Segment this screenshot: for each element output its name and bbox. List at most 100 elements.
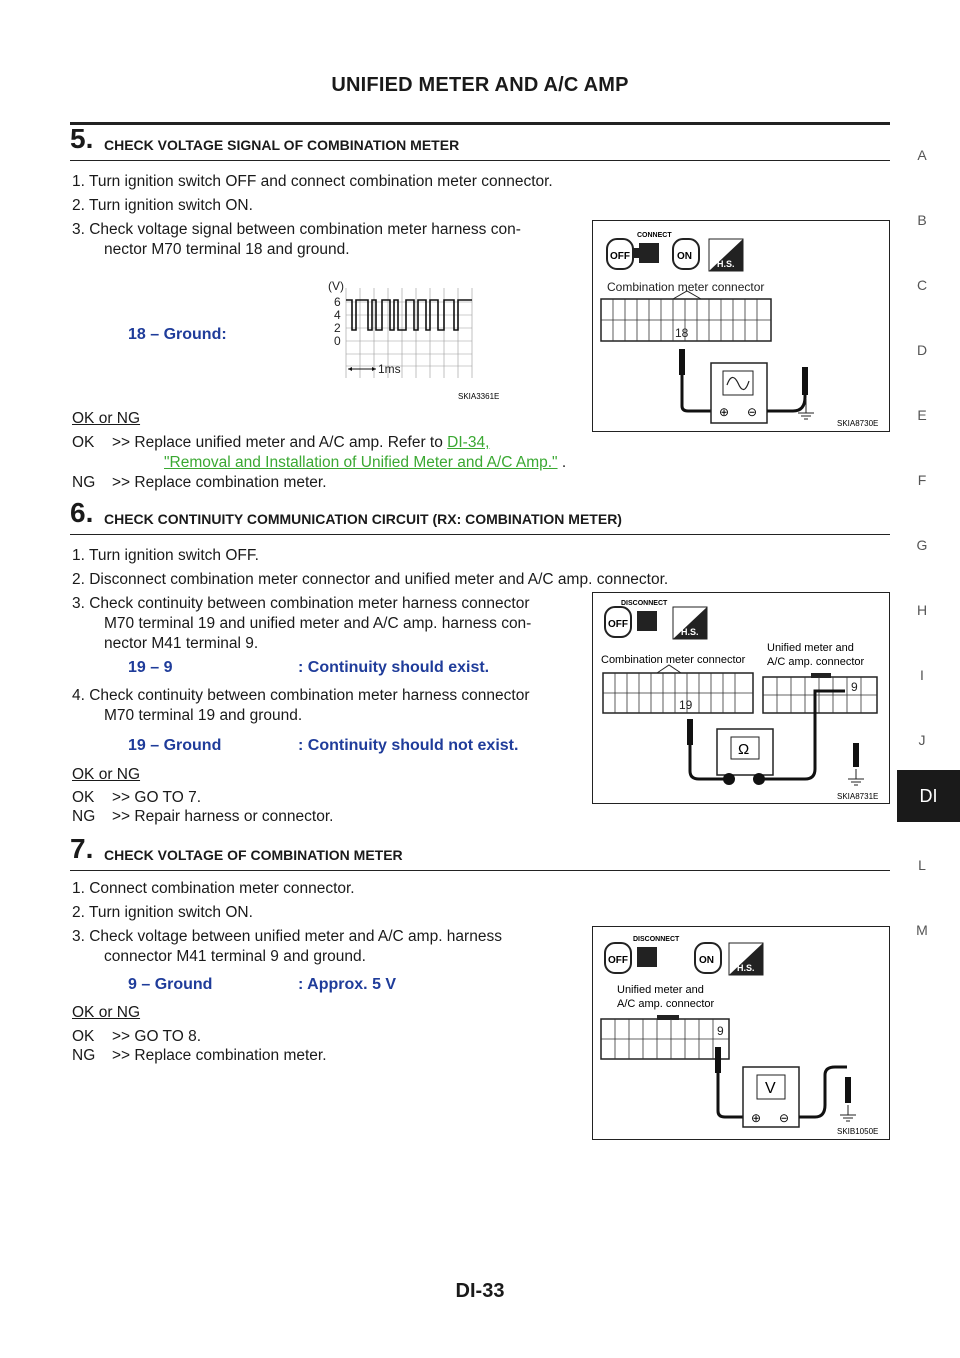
step-number: 7. [70,833,94,864]
terminal-right: 9 [851,680,858,694]
step-title: CHECK VOLTAGE SIGNAL OF COMBINATION METE… [104,137,460,153]
instruction: 2. Turn ignition switch ON. [72,197,253,214]
disconnect-badge: DISCONNECT [633,936,680,943]
index-tab-g[interactable]: G [916,537,928,553]
step-5-heading: 5. CHECK VOLTAGE SIGNAL OF COMBINATION M… [70,123,890,161]
figure-caption: SKIA8731E [837,792,878,801]
instruction: 3. Check voltage between unified meter a… [72,928,502,945]
instruction: 2. Disconnect combination meter connecto… [72,571,669,588]
ohm-meter: Ω [738,741,749,758]
connector-label: A/C amp. connector [617,998,715,1010]
on-badge: ON [677,251,692,262]
hs-badge: H.S. [681,627,699,637]
step-number: 5. [70,123,94,154]
instruction: 4. Check continuity between combination … [72,687,530,704]
step-title: CHECK VOLTAGE OF COMBINATION METER [104,847,403,863]
result-ok-label: OK [72,1028,95,1045]
spec-terminals: 19 – Ground [128,737,222,754]
terminal-number: 18 [675,326,689,340]
instruction: 3. Check continuity between combination … [72,595,530,612]
on-badge: ON [699,955,714,966]
figure-caption: SKIA3361E [458,392,499,401]
result-ng-label: NG [72,474,96,491]
step-title: CHECK CONTINUITY COMMUNICATION CIRCUIT (… [104,511,622,527]
step-7-heading: 7. CHECK VOLTAGE OF COMBINATION METER [70,833,890,871]
link-removal-installation[interactable]: "Removal and Installation of Unified Met… [164,454,558,471]
result-ng-label: NG [72,808,96,825]
figure-caption: SKIB1050E [837,1127,878,1136]
index-tab-di-active[interactable]: DI [897,770,960,822]
off-badge: OFF [608,619,628,630]
off-badge: OFF [608,955,628,966]
ok-or-ng-label: OK or NG [72,766,141,783]
right-connector-label: Unified meter and [767,642,854,654]
instruction: 2. Turn ignition switch ON. [72,904,253,921]
hs-badge: H.S. [717,259,735,269]
result-ok-label: OK [72,789,95,806]
diagram-continuity-check: OFF DISCONNECT H.S. Combination meter co… [592,592,890,804]
index-tab-a[interactable]: A [917,147,927,163]
connector-label: Combination meter connector [607,280,764,294]
result-ng-label: NG [72,1047,96,1064]
instruction: M70 terminal 19 and ground. [104,707,303,724]
result-ok-row: >> Replace unified meter and A/C amp. Re… [112,434,489,452]
result-ok-label: OK [72,434,95,451]
index-tab-i[interactable]: I [920,667,924,683]
ignition-badges: OFF CONNECT ON H.S. [606,232,744,272]
svg-text:⊖: ⊖ [779,1111,789,1125]
spec-value: : Continuity should exist. [298,659,490,676]
diagram-combination-meter-voltage: OFF CONNECT ON H.S. Combination meter co… [592,220,890,432]
instruction: M70 terminal 19 and unified meter and A/… [104,615,532,632]
instruction: 1. Connect combination meter connector. [72,880,355,897]
step-number: 6. [70,497,94,528]
index-tab-f[interactable]: F [917,472,927,488]
ok-or-ng-label: OK or NG [72,1004,141,1021]
svg-text:⊕: ⊕ [751,1111,761,1125]
index-tab-m[interactable]: M [916,922,928,938]
index-tab-h[interactable]: H [916,602,928,618]
result-ok-tail: . [561,454,567,471]
result-ok-row-cont: "Removal and Installation of Unified Met… [164,454,566,472]
tick-label: 4 [334,308,341,322]
link-di-34[interactable]: DI-34, [447,434,490,451]
result-ng-text: >> Replace combination meter. [112,474,327,491]
step-6-heading: 6. CHECK CONTINUITY COMMUNICATION CIRCUI… [70,497,890,535]
terminal-number: 9 [717,1024,724,1038]
spec-terminals: 9 – Ground [128,976,213,993]
index-tab-b[interactable]: B [917,212,927,228]
index-tab-c[interactable]: C [916,277,928,293]
instruction: 3. Check voltage signal between combinat… [72,221,521,238]
figure-caption: SKIA8730E [837,419,878,428]
instruction: 1. Turn ignition switch OFF and connect … [72,173,553,190]
result-ok-text: >> GO TO 7. [112,789,202,806]
instruction: connector M41 terminal 9 and ground. [104,948,366,965]
result-ok-text: >> Replace unified meter and A/C amp. Re… [112,434,448,451]
index-tab-d[interactable]: D [916,342,928,358]
off-badge: OFF [610,251,630,262]
tick-label: 6 [334,295,341,309]
instruction: 1. Turn ignition switch OFF. [72,547,259,564]
index-tab-j[interactable]: J [918,732,926,748]
svg-text:⊖: ⊖ [747,405,757,419]
instruction: nector M70 terminal 18 and ground. [104,241,350,258]
spec-value: : Continuity should not exist. [298,737,519,754]
tick-label: 2 [334,321,341,335]
left-connector-label: Combination meter connector [601,654,746,666]
waveform-figure: (V) 6 4 2 0 1ms SKIA3361E [328,278,499,403]
result-ng-text: >> Repair harness or connector. [112,808,334,825]
waveform-unit: (V) [328,279,344,293]
result-ok-text: >> GO TO 8. [112,1028,202,1045]
page-number: DI-33 [455,1280,505,1302]
hs-badge: H.S. [737,963,755,973]
diagram-unified-meter-voltage: OFF DISCONNECT ON H.S. Unified meter and… [592,926,890,1140]
page-title: UNIFIED METER AND A/C AMP [331,74,629,96]
tick-label: 0 [334,334,341,348]
result-ng-text: >> Replace combination meter. [112,1047,327,1064]
index-tab-l[interactable]: L [918,857,926,873]
voltmeter: V [765,1080,776,1097]
connector-label: Unified meter and [617,984,704,996]
spec-terminals: 19 – 9 [128,659,173,676]
svg-text:⊕: ⊕ [719,405,729,419]
index-tab-e[interactable]: E [917,407,927,423]
spec-value: 18 – Ground: [128,326,227,343]
